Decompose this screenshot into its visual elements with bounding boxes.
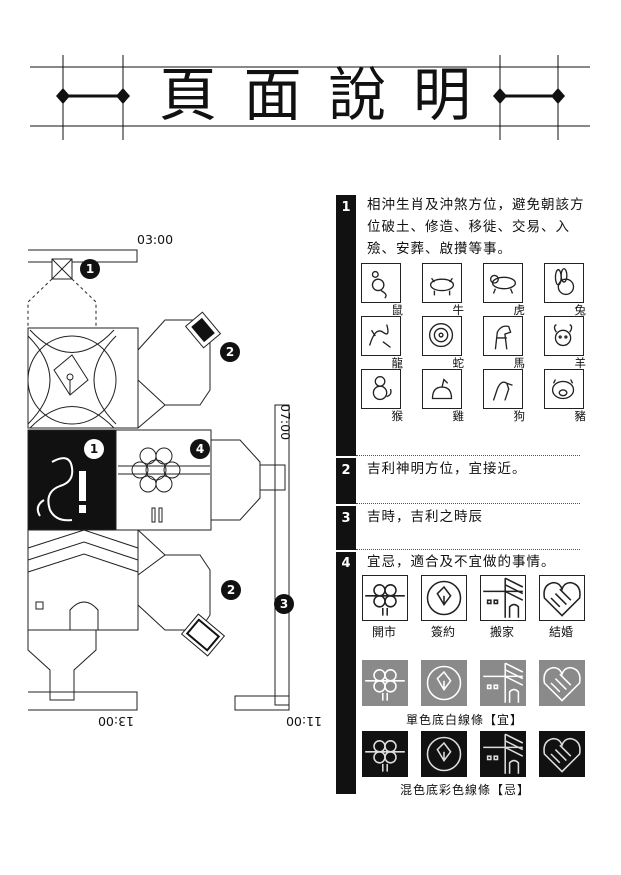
title-frame (30, 55, 590, 140)
rooster-icon (431, 378, 453, 400)
caption-good: 單色底白線條【宜】 (406, 713, 524, 727)
activity-tile (480, 575, 526, 621)
zodiac-tile (483, 369, 523, 409)
house-icon (483, 577, 524, 618)
rabbit-icon (554, 268, 575, 296)
zodiac-label: 蛇 (452, 356, 465, 370)
zodiac-tile (361, 316, 401, 356)
activity-tile-good (480, 660, 526, 706)
activity-tile-good (539, 660, 585, 706)
zodiac-label: 雞 (452, 409, 465, 423)
marker-god-lower: 2 (221, 580, 241, 600)
tiger-icon (489, 274, 517, 294)
activity-tile-bad (362, 731, 408, 777)
zodiac-label: 鼠 (391, 303, 404, 317)
god-direction-sign (180, 311, 226, 657)
snake-icon (428, 322, 454, 348)
activity-label: 搬家 (489, 625, 514, 639)
zodiac-tile (422, 316, 462, 356)
activity-label: 開市 (371, 625, 396, 639)
section-3-text: 吉時，吉利之時辰 (367, 509, 483, 525)
activity-tile-bad (421, 731, 467, 777)
activity-tile-good (362, 660, 408, 706)
pen-nib-icon (426, 665, 462, 701)
zodiac-label: 牛 (452, 303, 465, 317)
zodiac-label: 豬 (574, 409, 587, 423)
zodiac-tile (483, 316, 523, 356)
section-number: 1 (341, 200, 351, 215)
dragon-icon (368, 324, 391, 348)
time-label-1300: 13:00 (98, 714, 135, 729)
goat-icon (553, 324, 573, 347)
pig-icon (551, 379, 575, 400)
legend-bar-2 (336, 458, 356, 506)
activity-tile-good (421, 660, 467, 706)
zodiac-label: 龍 (391, 356, 404, 370)
title-char: 面 (243, 61, 302, 129)
zodiac-tile (544, 263, 584, 303)
handshake-heart-icon (543, 737, 581, 773)
pen-nib-icon (426, 580, 462, 616)
section-2-text: 吉利神明方位，宜接近。 (367, 461, 527, 477)
zodiac-label: 猴 (391, 409, 404, 423)
marker-dos-donts: 4 (190, 439, 210, 459)
house-icon (483, 662, 524, 703)
rat-icon (371, 270, 387, 299)
zodiac-tile (361, 369, 401, 409)
zodiac-label: 狗 (513, 409, 526, 423)
almanac-diagram (27, 249, 290, 711)
section-1-text: 相沖生肖及沖煞方位，避免朝該方位破土、修造、移徙、交易、入殮、安葬、啟攢等事。 (367, 197, 585, 257)
title-char: 說 (328, 61, 387, 129)
zodiac-tile (422, 263, 462, 303)
pen-nib-icon (426, 736, 462, 772)
activity-tile-bad (480, 731, 526, 777)
monkey-icon (372, 375, 392, 401)
page-title: 頁 面 說 明 (150, 60, 480, 130)
caption-bad: 混色底彩色線條【忌】 (400, 783, 531, 797)
marker-god-upper: 2 (220, 342, 240, 362)
activity-tile (362, 575, 408, 621)
lantern-knot-icon (365, 669, 405, 701)
title-char: 明 (412, 61, 471, 129)
zodiac-label: 羊 (574, 356, 587, 370)
legend-bar-1 (336, 195, 356, 458)
lantern-knot-icon (365, 584, 405, 616)
activity-label: 簽約 (430, 625, 455, 639)
legend-bar-3 (336, 506, 356, 554)
activity-label: 結婚 (548, 625, 573, 639)
zodiac-tile (422, 369, 462, 409)
zodiac-tile (483, 263, 523, 303)
handshake-heart-icon (543, 581, 581, 617)
handshake-heart-icon (543, 666, 581, 702)
legend-bar-4 (336, 552, 356, 794)
marker-clash-zodiac: 1 (84, 439, 104, 459)
zodiac-label: 虎 (513, 303, 526, 317)
horse-icon (494, 325, 512, 350)
house-icon (483, 733, 524, 774)
zodiac-tile (544, 369, 584, 409)
section-number: 2 (341, 463, 351, 478)
section-number: 3 (341, 511, 351, 526)
marker-clash-direction: 1 (80, 259, 100, 279)
ox-icon (429, 277, 455, 296)
zodiac-label: 馬 (513, 356, 526, 370)
activity-tile (539, 575, 585, 621)
time-label-1100: 11:00 (286, 714, 323, 729)
time-label-0700: 07:00 (278, 404, 293, 441)
title-char: 頁 (158, 61, 217, 129)
activity-tile-bad (539, 731, 585, 777)
zodiac-tile (361, 263, 401, 303)
marker-lucky-hour: 3 (274, 594, 294, 614)
time-label-0300: 03:00 (137, 232, 174, 247)
dog-icon (492, 381, 513, 401)
section-4-text: 宜忌，適合及不宜做的事情。 (367, 554, 556, 570)
activity-tile (421, 575, 467, 621)
zodiac-label: 兔 (574, 303, 587, 317)
section-number: 4 (341, 556, 351, 571)
zodiac-tile (544, 316, 584, 356)
lantern-knot-icon (365, 740, 405, 772)
